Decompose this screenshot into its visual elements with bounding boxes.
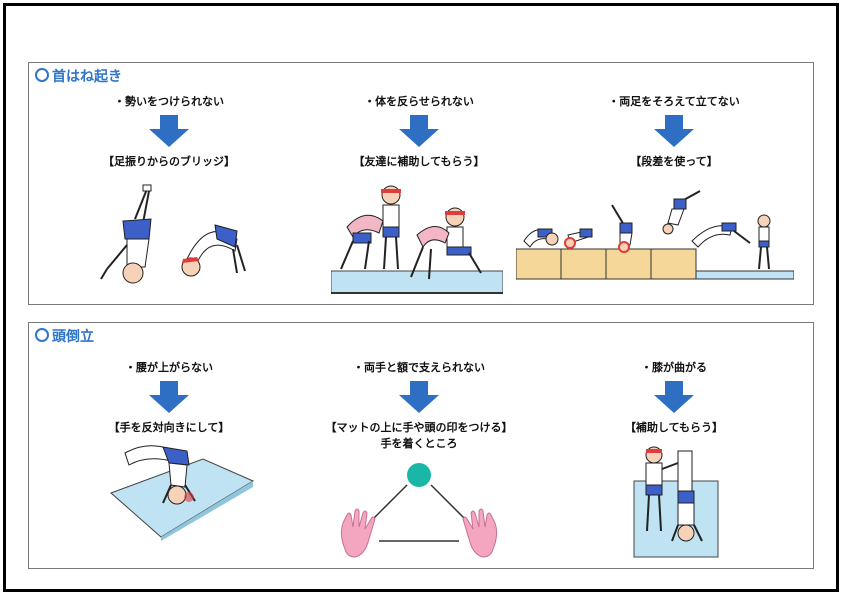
- headstand-reverse-hands-illustration: [110, 445, 255, 541]
- solution-text: 【手を反対向きにして】: [108, 421, 230, 434]
- section-touto: 頭倒立 ・腰が上がらない 【手を反対向きにして】 ・両手と額で支えられない 【マ…: [28, 322, 814, 569]
- assisted-headstand-illustration: [633, 446, 719, 558]
- problem-text: ・両足をそろえて立てない: [608, 95, 740, 108]
- tip-column: ・両手と額で支えられない 【マットの上に手や頭の印をつける】 手を着くところ: [299, 359, 539, 558]
- arrow-down-icon: [654, 115, 694, 147]
- arrow-down-icon: [399, 381, 439, 413]
- assisted-illustration: [331, 185, 503, 294]
- tip-column: ・勢いをつけられない 【足振りからのブリッジ】: [49, 93, 289, 284]
- problem-text: ・腰が上がらない: [125, 361, 213, 374]
- tip-column: ・腰が上がらない 【手を反対向きにして】: [49, 359, 289, 541]
- problem-text: ・膝が曲がる: [641, 361, 707, 374]
- problem-text: ・両手と額で支えられない: [353, 361, 485, 374]
- hand-icon: [462, 508, 498, 558]
- hand-head-marks-diagram: [340, 463, 498, 558]
- section-title-text: 頭倒立: [52, 329, 94, 345]
- arrow-down-icon: [399, 115, 439, 147]
- tip-column: ・膝が曲がる 【補助してもらう】: [554, 359, 794, 558]
- page-frame: [3, 3, 839, 592]
- note-text: 手を着くところ: [380, 437, 458, 450]
- hand-icon: [340, 508, 376, 558]
- tip-column: ・両足をそろえて立てない 【段差を使って】: [516, 93, 794, 280]
- tip-column: ・体を反らせられない 【友達に補助してもらう】: [299, 93, 539, 294]
- arrow-down-icon: [654, 381, 694, 413]
- section-title: 首はね起き: [35, 66, 122, 86]
- solution-text: 【マットの上に手や頭の印をつける】: [325, 421, 513, 434]
- section-title: 頭倒立: [35, 326, 94, 346]
- solution-text: 【段差を使って】: [630, 155, 718, 168]
- section-kubihane: 首はね起き ・勢いをつけられない 【足振りからのブリッジ】: [28, 62, 814, 305]
- problem-text: ・勢いをつけられない: [114, 95, 224, 108]
- solution-text: 【友達に補助してもらう】: [353, 155, 485, 168]
- step-illustration: [516, 190, 794, 280]
- solution-text: 【補助してもらう】: [624, 421, 724, 434]
- arrow-down-icon: [149, 115, 189, 147]
- problem-text: ・体を反らせられない: [364, 95, 474, 108]
- solution-text: 【足振りからのブリッジ】: [103, 155, 235, 168]
- bridge-illustration: [100, 184, 246, 284]
- arrow-down-icon: [149, 381, 189, 413]
- head-mark-icon: [407, 463, 431, 487]
- section-title-text: 首はね起き: [52, 69, 122, 85]
- ring-icon: [35, 328, 49, 342]
- ring-icon: [35, 68, 49, 82]
